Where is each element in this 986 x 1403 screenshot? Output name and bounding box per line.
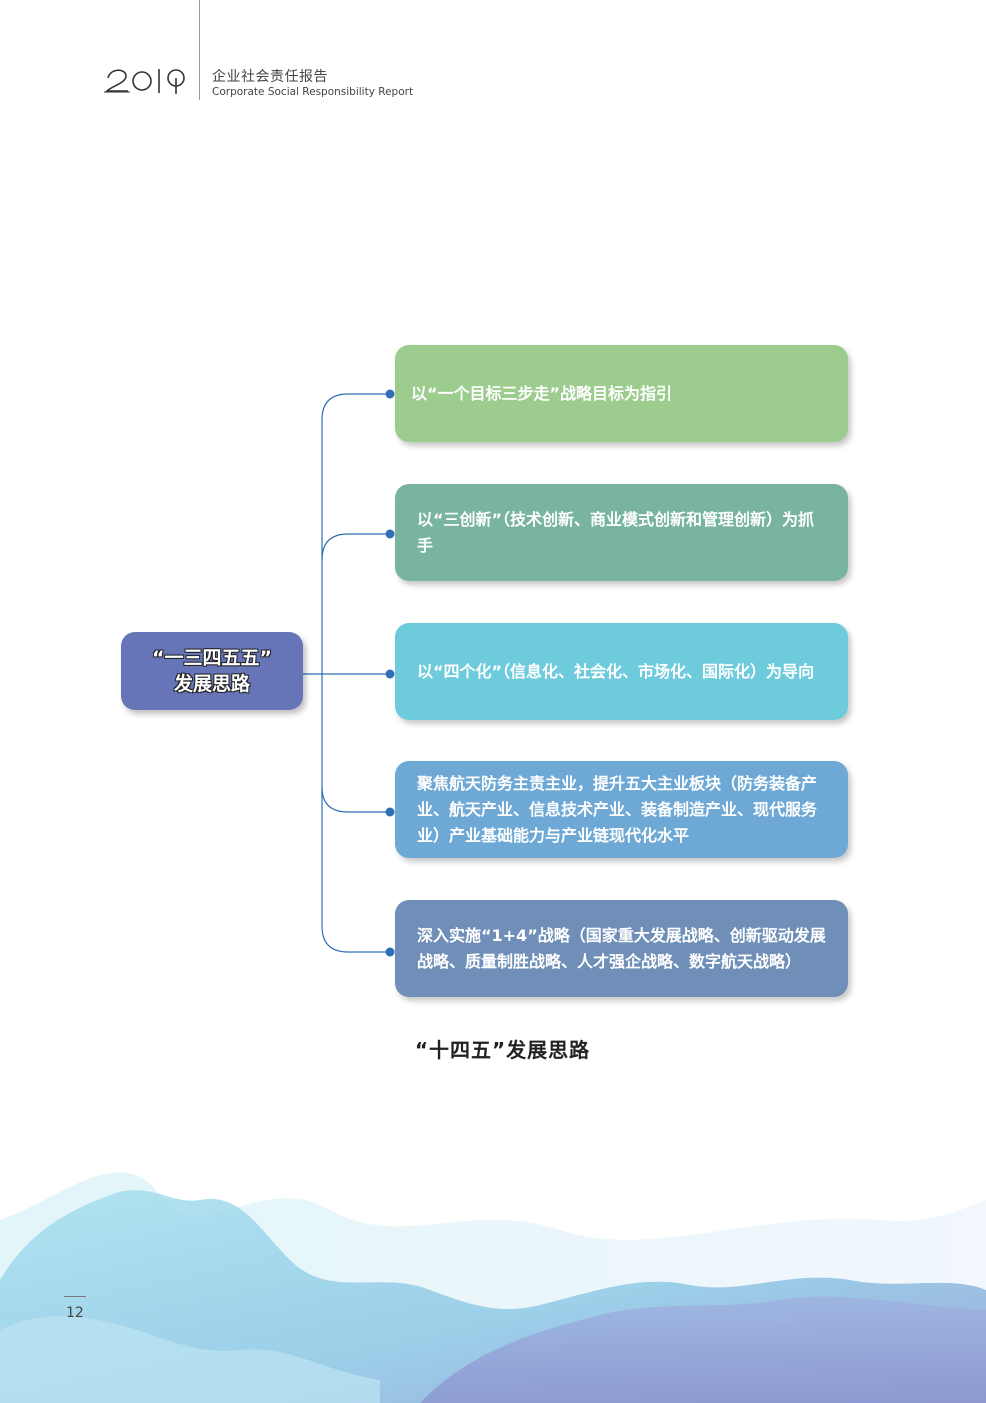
report-title-en: Corporate Social Responsibility Report bbox=[212, 86, 414, 98]
strategy-item-text: 以“三创新”（技术创新、商业模式创新和管理创新）为抓手 bbox=[417, 509, 815, 555]
strategy-item-text: 以“四个化”（信息化、社会化、市场化、国际化）为导向 bbox=[417, 661, 815, 681]
year-2019-logo bbox=[104, 69, 185, 94]
connector-lines bbox=[303, 389, 395, 957]
strategy-item-4: 聚焦航天防务主责主业，提升五大主业板块（防务装备产业、航天产业、信息技术产业、装… bbox=[395, 761, 848, 858]
strategy-item-text: 深入实施“1+4”战略（国家重大发展战略、创新驱动发展战略、质量制胜战略、人才强… bbox=[417, 925, 826, 971]
strategy-item-text: 聚焦航天防务主责主业，提升五大主业板块（防务装备产业、航天产业、信息技术产业、装… bbox=[417, 773, 818, 845]
header-divider bbox=[199, 0, 200, 100]
page-number: 12 bbox=[66, 1305, 84, 1321]
center-node-line2: 发展思路 bbox=[173, 673, 250, 695]
strategy-item-5: 深入实施“1+4”战略（国家重大发展战略、创新驱动发展战略、质量制胜战略、人才强… bbox=[395, 900, 848, 997]
watercolor-background bbox=[0, 1172, 986, 1403]
center-node: “一三四五五” 发展思路 bbox=[121, 632, 303, 710]
connector-dot-4 bbox=[385, 807, 395, 817]
report-title-cn: 企业社会责任报告 bbox=[212, 69, 328, 85]
development-strategy-diagram: “一三四五五” 发展思路 以“一个目标三步走”战略目标为指引 以“三创新”（技术… bbox=[121, 345, 848, 997]
strategy-item-1: 以“一个目标三步走”战略目标为指引 bbox=[395, 345, 848, 442]
page-header: 企业社会责任报告 Corporate Social Responsibility… bbox=[0, 0, 986, 110]
connector-dot-3 bbox=[385, 669, 395, 679]
strategy-item-3: 以“四个化”（信息化、社会化、市场化、国际化）为导向 bbox=[395, 623, 848, 720]
center-node-line1: “一三四五五” bbox=[152, 647, 272, 669]
diagram-caption: “十四五”发展思路 bbox=[414, 1038, 591, 1062]
strategy-item-2: 以“三创新”（技术创新、商业模式创新和管理创新）为抓手 bbox=[395, 484, 848, 581]
strategy-item-text: 以“一个目标三步走”战略目标为指引 bbox=[411, 383, 673, 403]
connector-dot-1 bbox=[385, 389, 395, 399]
connector-dot-5 bbox=[385, 947, 395, 957]
connector-dot-2 bbox=[385, 529, 395, 539]
page-number-rule bbox=[64, 1296, 86, 1297]
